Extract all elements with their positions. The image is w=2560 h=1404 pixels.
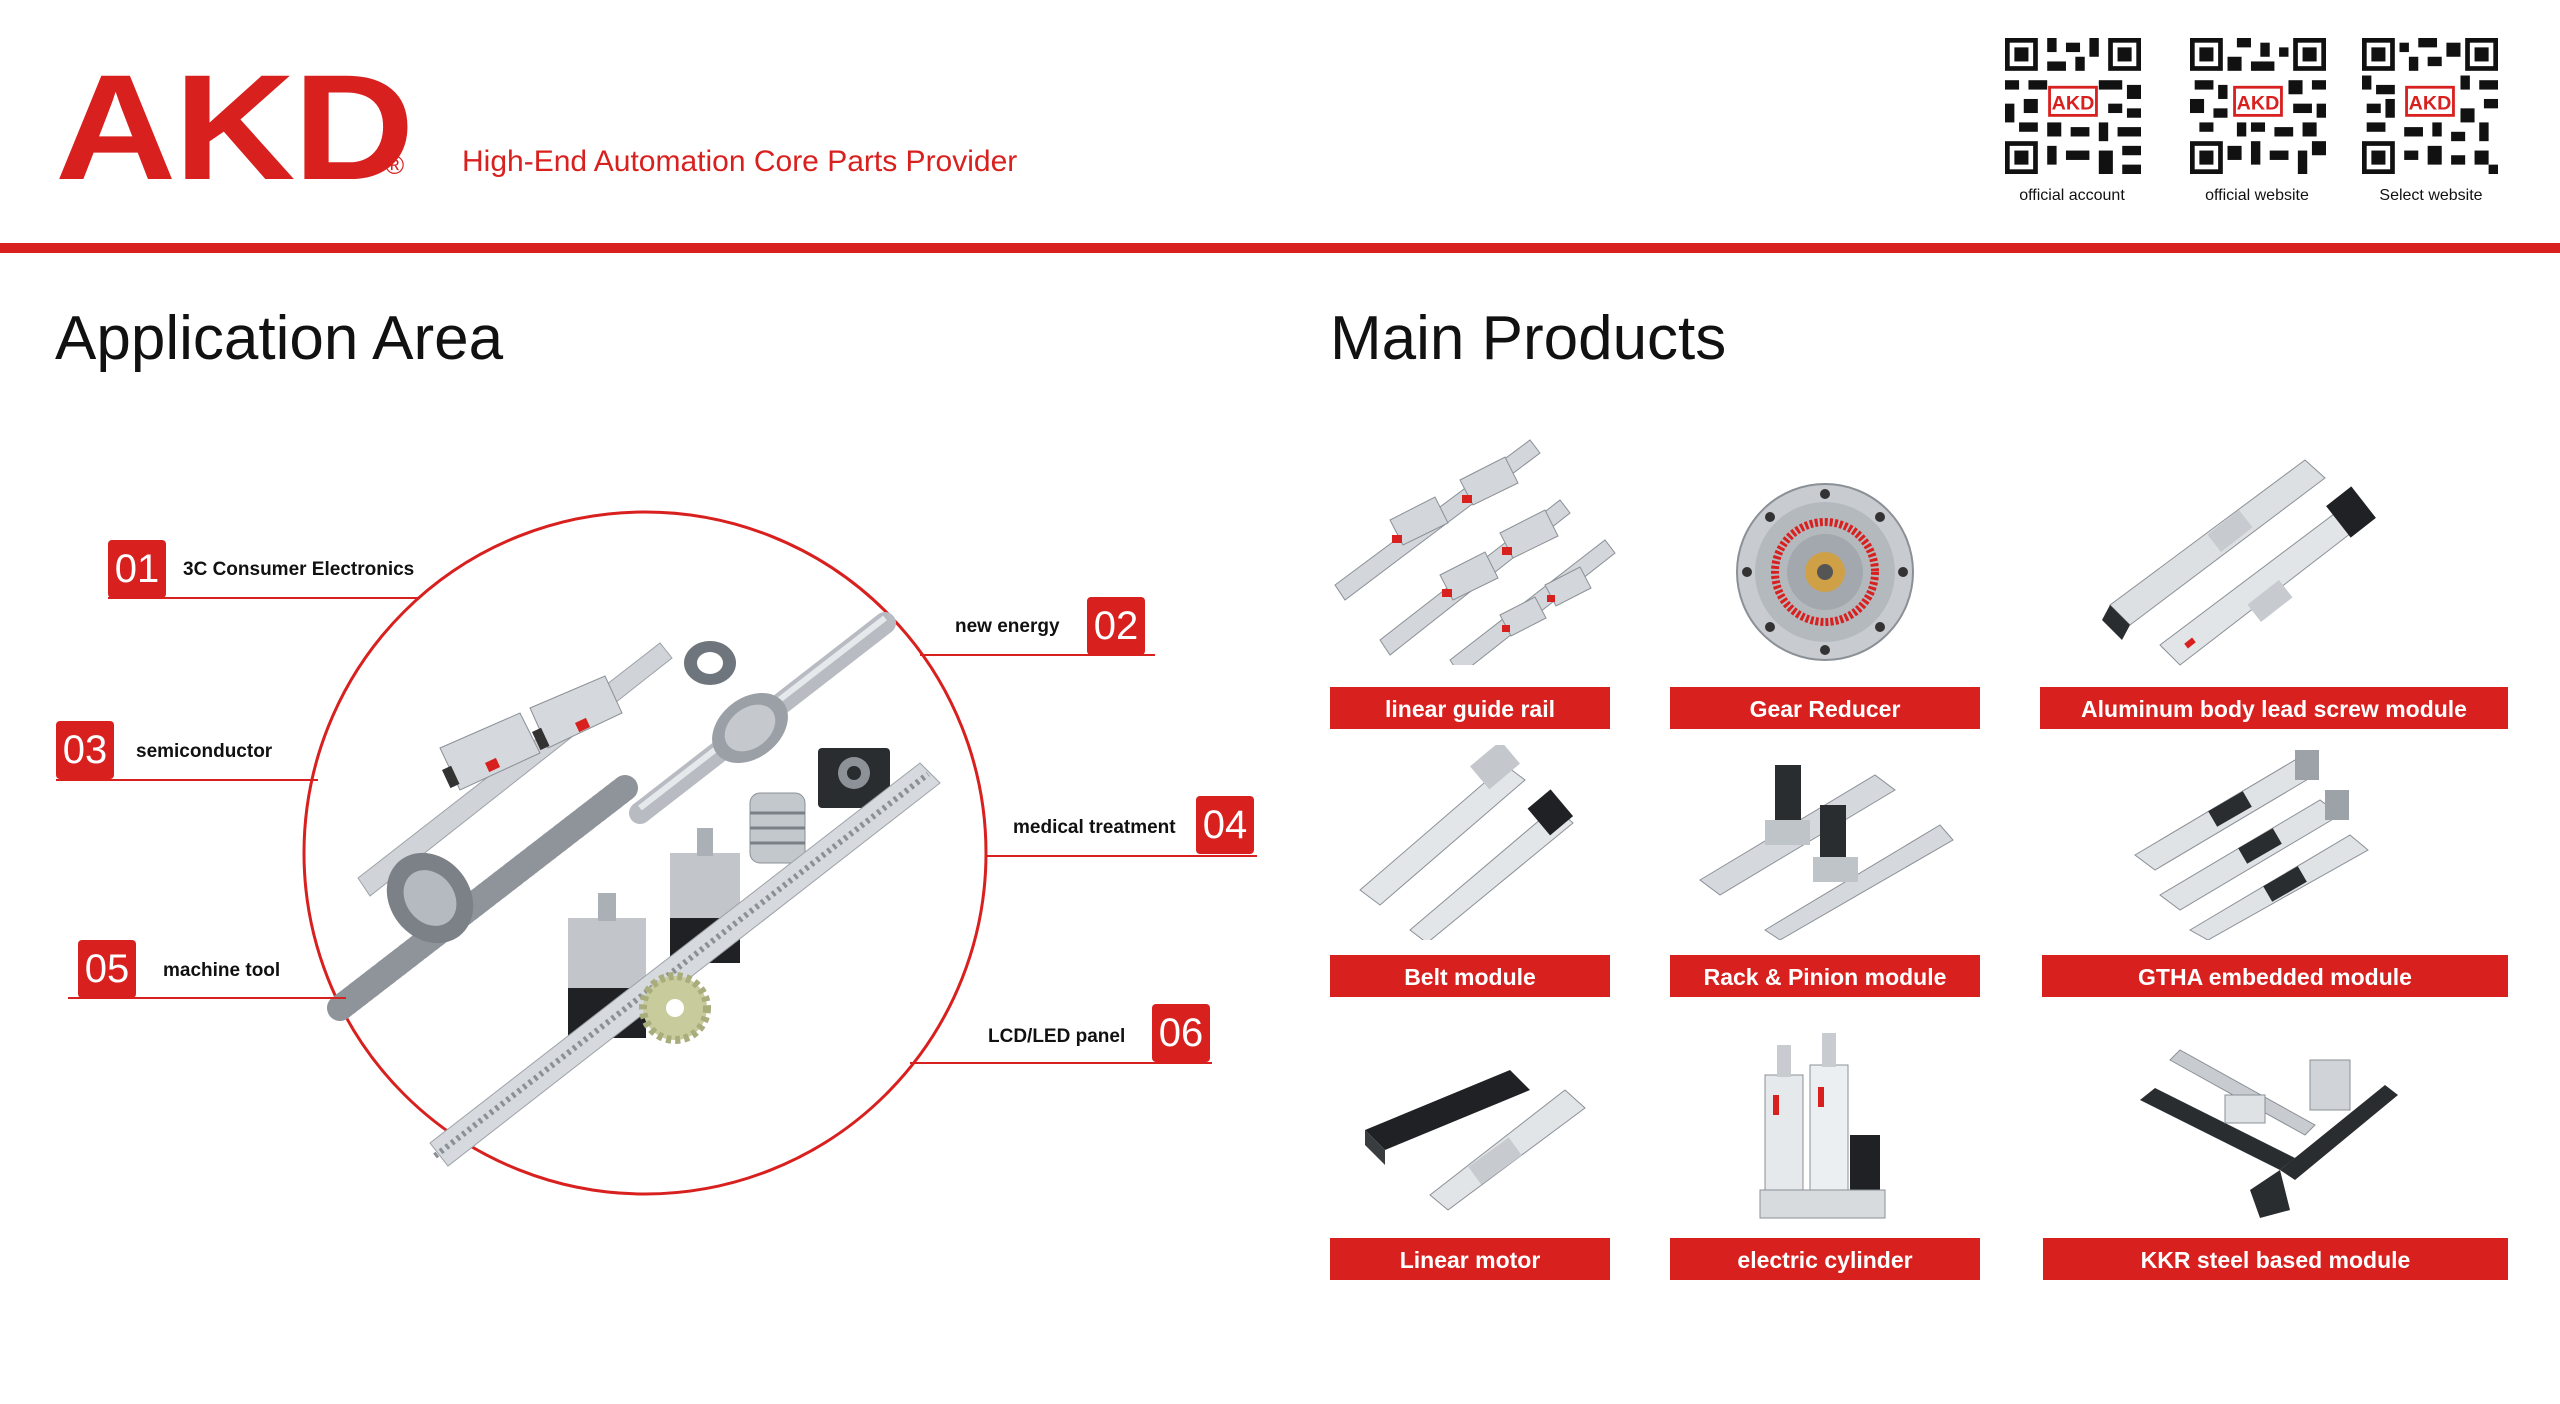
- app-label-semiconductor: semiconductor: [136, 741, 273, 762]
- app-item-03[interactable]: 03: [56, 721, 114, 779]
- app-number-badge: 03: [56, 721, 114, 779]
- app-item-01[interactable]: 01: [108, 540, 166, 598]
- product-label-linear-motor[interactable]: Linear motor: [1330, 1238, 1610, 1280]
- product-label-kkr-module[interactable]: KKR steel based module: [2043, 1238, 2508, 1280]
- leader-line: [68, 997, 346, 999]
- product-label-lead-screw-module[interactable]: Aluminum body lead screw module: [2040, 687, 2508, 729]
- ball-screw-image: [327, 775, 638, 1021]
- leader-line: [108, 597, 418, 599]
- app-item-05[interactable]: 05: [78, 940, 136, 998]
- tagline: High-End Automation Core Parts Provider: [462, 145, 1018, 178]
- qr-label-official-website: official website: [2205, 187, 2309, 204]
- qr-label-select-website: Select website: [2379, 187, 2483, 204]
- app-number-badge: 01: [108, 540, 166, 598]
- registered-mark: ®: [385, 150, 405, 180]
- application-circle: [302, 510, 988, 1196]
- qr-label-official-account: official account: [2019, 187, 2125, 204]
- qr-official-website[interactable]: AKD: [2190, 38, 2326, 179]
- kkr-module-image[interactable]: [2130, 1040, 2400, 1220]
- svg-text:AKD: AKD: [2237, 92, 2280, 114]
- svg-text:AKD: AKD: [2052, 92, 2095, 114]
- leader-line: [910, 1062, 1212, 1064]
- linear-motor-image[interactable]: [1360, 1050, 1590, 1220]
- app-item-02[interactable]: 02: [1087, 597, 1145, 655]
- pinion-gear-image: [639, 972, 711, 1044]
- bearing-support-image: [818, 748, 890, 808]
- app-item-06[interactable]: 06: [1152, 1004, 1210, 1062]
- app-number-badge: 06: [1152, 1004, 1210, 1062]
- app-number-badge: 04: [1196, 796, 1254, 854]
- app-number-badge: 05: [78, 940, 136, 998]
- product-label-gtha-module[interactable]: GTHA embedded module: [2042, 955, 2508, 997]
- qr-official-account[interactable]: AKD: [2005, 38, 2141, 179]
- product-label-rack-pinion-module[interactable]: Rack & Pinion module: [1670, 955, 1980, 997]
- app-number-badge: 02: [1087, 597, 1145, 655]
- svg-text:AKD: AKD: [2409, 92, 2452, 114]
- leader-line: [985, 855, 1257, 857]
- lead-screw-module-image[interactable]: [2100, 450, 2385, 670]
- gear-rack-image: [429, 762, 941, 1167]
- coupling-image: [749, 792, 806, 864]
- qr-code-icon: AKD: [2005, 38, 2141, 174]
- qr-code-icon: AKD: [2190, 38, 2326, 174]
- app-label-3c-consumer-electronics: 3C Consumer Electronics: [183, 559, 415, 580]
- ball-screw-shaft-image: [629, 612, 896, 824]
- akd-logo: AKD: [55, 43, 415, 211]
- product-label-belt-module[interactable]: Belt module: [1330, 955, 1610, 997]
- header-divider: [0, 243, 2560, 253]
- app-label-new-energy: new energy: [955, 616, 1060, 637]
- leader-line: [56, 779, 318, 781]
- app-label-lcd-led-panel: LCD/LED panel: [988, 1026, 1126, 1047]
- linear-guide-rail-image[interactable]: [1330, 425, 1620, 665]
- belt-module-image[interactable]: [1355, 745, 1575, 940]
- app-label-medical-treatment: medical treatment: [1013, 817, 1176, 838]
- linear-rail-image: [357, 642, 673, 897]
- leader-line: [920, 654, 1155, 656]
- gtha-module-image[interactable]: [2130, 745, 2380, 940]
- qr-select-website[interactable]: AKD: [2362, 38, 2498, 179]
- gear-reducer-image[interactable]: [1725, 480, 1925, 665]
- app-item-04[interactable]: 04: [1196, 796, 1254, 854]
- lock-nut-image: [684, 641, 736, 685]
- product-label-linear-guide-rail[interactable]: linear guide rail: [1330, 687, 1610, 729]
- rack-pinion-module-image[interactable]: [1695, 745, 1955, 940]
- application-area-title: Application Area: [55, 304, 504, 373]
- qr-code-icon: AKD: [2362, 38, 2498, 174]
- app-label-machine-tool: machine tool: [163, 960, 281, 981]
- product-label-electric-cylinder[interactable]: electric cylinder: [1670, 1238, 1980, 1280]
- main-products-title: Main Products: [1330, 304, 1727, 373]
- electric-cylinder-image[interactable]: [1755, 1025, 1895, 1220]
- product-label-gear-reducer[interactable]: Gear Reducer: [1670, 687, 1980, 729]
